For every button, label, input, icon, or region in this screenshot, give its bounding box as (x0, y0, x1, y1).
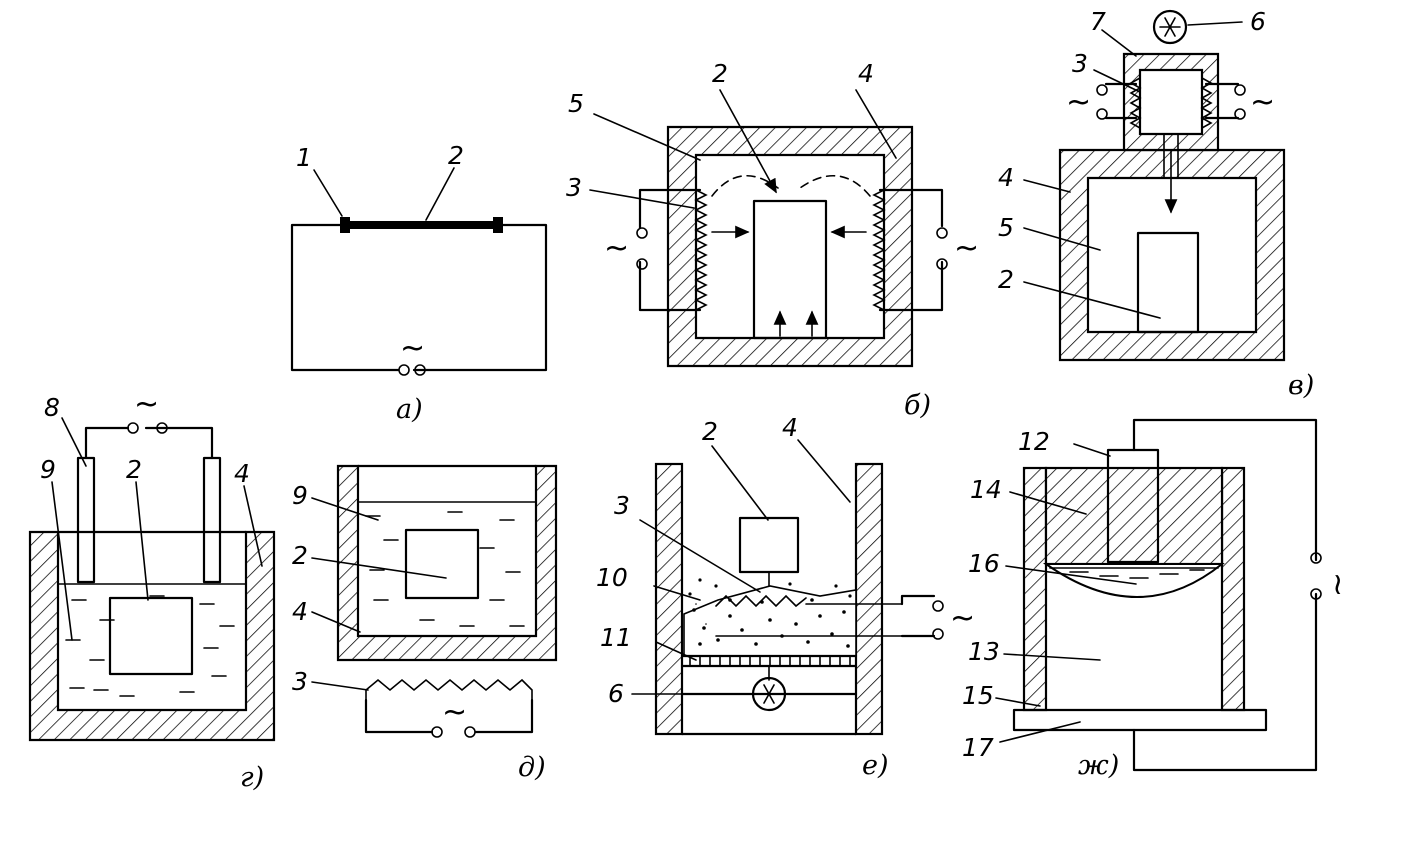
panel-caption: д) (518, 752, 546, 783)
terminal (414, 364, 426, 376)
electrode-1 (340, 217, 350, 233)
panel-caption: ж) (1078, 750, 1119, 781)
label: 6 (1250, 7, 1266, 36)
label: 11 (600, 623, 632, 652)
panel-e: ~ 2 4 3 10 11 6 е) (596, 413, 975, 781)
label: 1 (296, 143, 312, 172)
ac-symbol: ~ (134, 387, 159, 422)
label: 6 (608, 679, 624, 708)
heater-coil-left (694, 189, 708, 311)
panel-g: ~ 8 9 2 4 г) (28, 387, 276, 793)
heater-coil-right (872, 189, 886, 311)
label: 2 (712, 59, 728, 88)
panel-caption: а) (396, 394, 423, 425)
label: 7 (1090, 7, 1106, 36)
workpiece (108, 596, 194, 676)
heater-coil (715, 594, 807, 608)
panel-caption: б) (904, 390, 931, 421)
label: 3 (292, 667, 308, 696)
label: 3 (1072, 49, 1088, 78)
label: 3 (566, 173, 582, 202)
terminal (398, 364, 410, 376)
label: 2 (998, 265, 1014, 294)
label: 4 (292, 597, 308, 626)
label: 2 (126, 455, 142, 484)
base-plate (1012, 708, 1268, 732)
label: 9 (40, 455, 56, 484)
heater-coil (365, 678, 533, 701)
label: 4 (782, 413, 798, 442)
electrode (202, 456, 222, 584)
panel-d: ~ 9 2 4 3 д) (292, 464, 558, 783)
panel-zh: ~ 12 14 16 13 15 17 ж) (962, 418, 1355, 781)
label: 4 (858, 59, 874, 88)
ac-symbol: ~ (442, 695, 467, 730)
ac-symbol: ~ (1066, 85, 1091, 120)
electrode-2 (493, 217, 503, 233)
label: 2 (702, 417, 718, 446)
electrode (76, 456, 96, 584)
label: 16 (968, 549, 1000, 578)
panel-b: ~ ~ 2 4 5 3 б) (566, 59, 979, 421)
ac-symbol: ~ (954, 231, 979, 266)
label: 10 (596, 563, 628, 592)
workpiece (738, 516, 800, 574)
label: 13 (968, 637, 1000, 666)
label: 2 (448, 141, 464, 170)
label: 9 (292, 481, 308, 510)
ac-symbol: ~ (1320, 572, 1355, 597)
label: 15 (962, 681, 994, 710)
panel-a: ~ 1 2 а) (290, 141, 548, 425)
panel-caption: в) (1288, 370, 1314, 401)
ac-symbol: ~ (400, 331, 425, 366)
panel-caption: г) (240, 762, 264, 793)
label: 4 (234, 459, 250, 488)
label: 3 (614, 491, 630, 520)
ac-symbol: ~ (604, 231, 629, 266)
ac-symbol: ~ (1250, 85, 1275, 120)
workpiece (1136, 231, 1200, 334)
workpiece-rod (350, 221, 493, 229)
label: 5 (568, 89, 584, 118)
grid (689, 655, 851, 667)
fan (1152, 9, 1188, 45)
label: 4 (998, 163, 1014, 192)
panel-caption: е) (862, 750, 889, 781)
melt-pool (1042, 563, 1225, 598)
label: 5 (998, 213, 1014, 242)
label: 8 (44, 393, 60, 422)
ac-symbol: ~ (950, 601, 975, 636)
panel-v: ~ ~ 7 6 3 4 5 2 в) (998, 7, 1314, 401)
label: 12 (1018, 427, 1050, 456)
workpiece (404, 528, 480, 600)
label: 17 (962, 733, 994, 762)
label: 2 (292, 541, 308, 570)
workpiece (752, 199, 828, 340)
label: 14 (970, 475, 1002, 504)
